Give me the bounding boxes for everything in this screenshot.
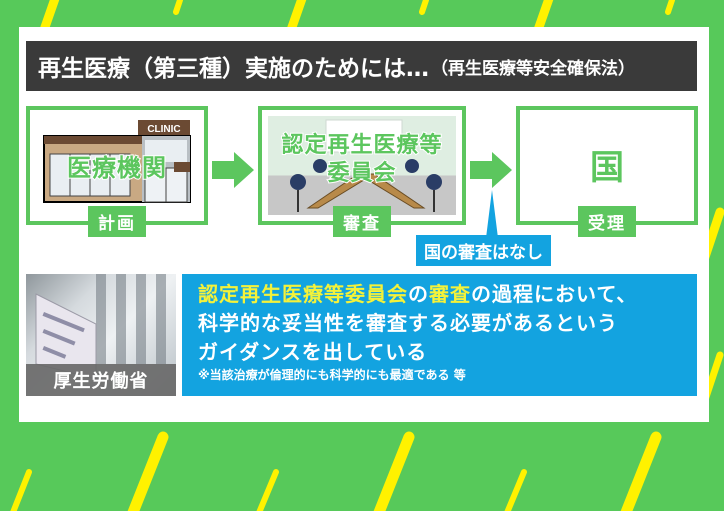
- info-line-3: ガイダンスを出している: [198, 340, 428, 364]
- info-text: の過程において、: [471, 282, 638, 306]
- meeting-room-illustration: [268, 116, 456, 215]
- info-line-2: 科学的な妥当性を審査する必要があるという: [198, 311, 618, 335]
- arrow-right-icon: [212, 152, 254, 188]
- flow-step-nation: 国 受理: [516, 106, 698, 237]
- info-footnote: ※当該治療が倫理的にも科学的にも最適である 等: [198, 368, 466, 382]
- clinic-label: 医療機関: [66, 153, 167, 183]
- info-line-1: 認定再生医療等委員会の審査の過程において、: [198, 280, 697, 309]
- committee-label: 認定再生医療等 委員会: [262, 132, 462, 188]
- nation-label: 国: [590, 148, 624, 188]
- clinic-building-icon: CLINIC: [43, 120, 191, 203]
- page-title: 再生医療（第三種）実施のためには…: [38, 56, 429, 82]
- step-label-accept: 受理: [578, 206, 636, 237]
- committee-label-line1: 認定再生医療等: [280, 132, 443, 159]
- mhlw-building-photo: 厚生労働省: [26, 274, 176, 396]
- callout-pointer: [486, 190, 498, 238]
- arrow-right-icon: [470, 152, 512, 188]
- photo-caption: 厚生労働省: [26, 364, 176, 396]
- step-label-review: 審査: [333, 206, 391, 237]
- info-text: の: [408, 282, 429, 306]
- no-national-review-callout: 国の審査はなし: [416, 235, 551, 266]
- highlight-committee: 認定再生医療等委員会: [198, 282, 408, 306]
- highlight-review: 審査: [429, 282, 471, 306]
- clinic-sign-text: CLINIC: [147, 124, 180, 135]
- step-label-plan: 計画: [88, 206, 146, 237]
- flow-step-clinic: CLINIC 医療機関 計画: [26, 106, 208, 237]
- flow-step-committee: 認定再生医療等 委員会 審査: [258, 106, 466, 237]
- meeting-table-icon: [290, 119, 442, 212]
- page-subtitle: （再生医療等安全確保法）: [431, 58, 635, 79]
- title-bar: 再生医療（第三種）実施のためには… （再生医療等安全確保法）: [26, 41, 697, 91]
- guidance-info-box: 認定再生医療等委員会の審査の過程において、 科学的な妥当性を審査する必要があると…: [182, 274, 697, 396]
- committee-label-line2: 委員会: [326, 160, 397, 187]
